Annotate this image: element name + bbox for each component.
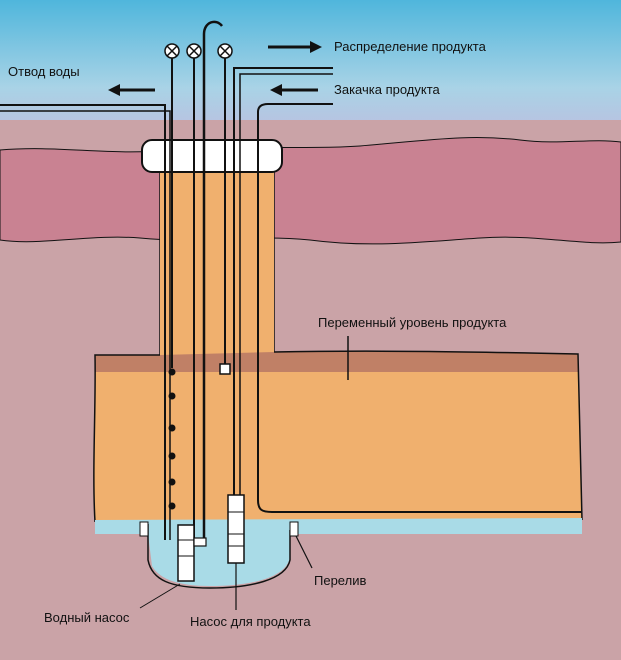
label-distribution: Распределение продукта [334, 39, 487, 54]
injection-pipe [257, 103, 333, 500]
topsoil-layer [0, 137, 621, 245]
sump-outline [147, 524, 291, 589]
label-overflow: Перелив [314, 573, 366, 588]
level-float [219, 363, 231, 375]
arrow-left-icon [270, 84, 318, 96]
valve-icon [164, 43, 180, 59]
distribution-pipe [233, 67, 333, 495]
weir-left [139, 521, 149, 537]
pipes [0, 20, 582, 540]
injection-pipe-lower [257, 499, 582, 513]
label-variable-level: Переменный уровень продукта [318, 315, 507, 330]
distribution-pipe-inner [239, 73, 333, 495]
reservoir-outline [93, 350, 583, 523]
product-pump [227, 494, 245, 564]
wellhead-cap [141, 139, 283, 173]
valve-icon [217, 43, 233, 59]
overflow-weir [289, 521, 299, 537]
label-water-outlet: Отвод воды [8, 64, 80, 79]
arrow-left-icon [108, 84, 155, 96]
product-reservoir [93, 168, 582, 522]
label-product-pump: Насос для продукта [190, 614, 311, 629]
valve-icon [186, 43, 202, 59]
overflow-leader [295, 535, 313, 569]
water-layer [95, 518, 582, 586]
level-sensor-beads [168, 368, 176, 510]
water-pump [177, 524, 207, 582]
variable-level-band [95, 351, 578, 372]
water-pump-leader [139, 583, 181, 609]
water-outlet-pipe [0, 104, 166, 540]
arrow-right-icon [268, 41, 322, 53]
label-injection: Закачка продукта [334, 82, 441, 97]
label-water-pump: Водный насос [44, 610, 130, 625]
hook-pipe [202, 20, 223, 540]
